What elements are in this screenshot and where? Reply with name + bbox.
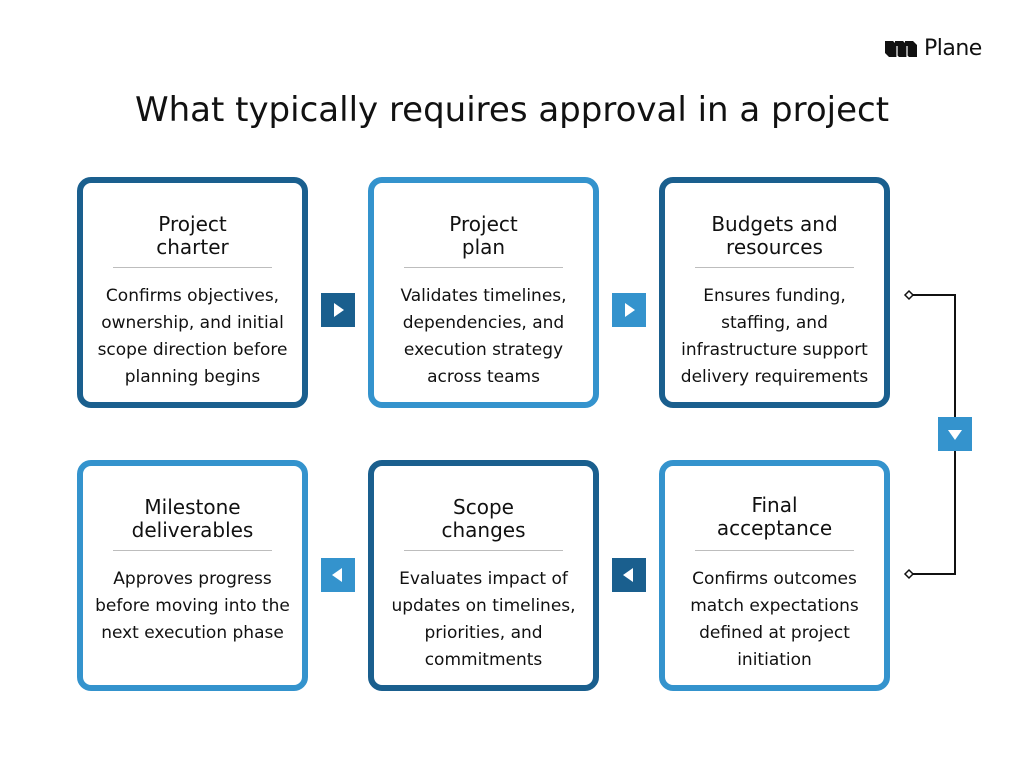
step-title-line: plan	[461, 235, 506, 259]
step-title: Milestone deliverables	[93, 496, 292, 542]
divider	[404, 550, 563, 551]
step-description: Evaluates impact of updates on timelines…	[391, 569, 576, 670]
divider	[113, 267, 272, 268]
plane-logo-icon	[884, 38, 918, 60]
brand-logo: Plane	[884, 36, 982, 61]
step-title-line: Scope	[453, 495, 514, 519]
step-title: Project charter	[93, 213, 292, 259]
step-card-scope-changes: Scope changes Evaluates impact of update…	[368, 460, 599, 691]
step-title-line: Project	[449, 212, 518, 236]
page-title: What typically requires approval in a pr…	[134, 90, 890, 130]
arrow-left-icon	[321, 558, 355, 592]
step-description: Validates timelines, dependencies, and e…	[400, 286, 567, 387]
step-title-line: deliverables	[131, 518, 254, 542]
step-description: Ensures funding, staffing, and infrastru…	[680, 286, 869, 387]
step-title: Budgets and resources	[675, 213, 874, 259]
step-title-line: resources	[726, 235, 823, 259]
divider	[404, 267, 563, 268]
step-description: Confirms objectives, ownership, and init…	[97, 286, 288, 387]
step-title-line: changes	[441, 518, 526, 542]
step-title-line: acceptance	[716, 516, 833, 540]
step-description: Approves progress before moving into the…	[95, 569, 290, 643]
step-title-line: Final	[751, 493, 798, 517]
divider	[695, 550, 854, 551]
arrow-down-icon	[938, 417, 972, 451]
brand-name: Plane	[924, 36, 982, 61]
step-title-line: Budgets and	[711, 212, 838, 236]
divider	[695, 267, 854, 268]
step-title-line: Milestone	[144, 495, 241, 519]
step-card-project-charter: Project charter Confirms objectives, own…	[77, 177, 308, 408]
arrow-right-icon	[612, 293, 646, 327]
step-title: Final acceptance	[675, 494, 874, 540]
step-title: Scope changes	[384, 496, 583, 542]
step-title-line: charter	[156, 235, 229, 259]
step-card-milestone-deliverables: Milestone deliverables Approves progress…	[77, 460, 308, 691]
step-card-final-acceptance: Final acceptance Confirms outcomes match…	[659, 460, 890, 691]
arrow-right-icon	[321, 293, 355, 327]
step-card-project-plan: Project plan Validates timelines, depend…	[368, 177, 599, 408]
divider	[113, 550, 272, 551]
step-card-budgets-and-resources: Budgets and resources Ensures funding, s…	[659, 177, 890, 408]
step-description: Confirms outcomes match expectations def…	[690, 569, 859, 670]
step-title: Project plan	[384, 213, 583, 259]
step-title-line: Project	[158, 212, 227, 236]
arrow-left-icon	[612, 558, 646, 592]
